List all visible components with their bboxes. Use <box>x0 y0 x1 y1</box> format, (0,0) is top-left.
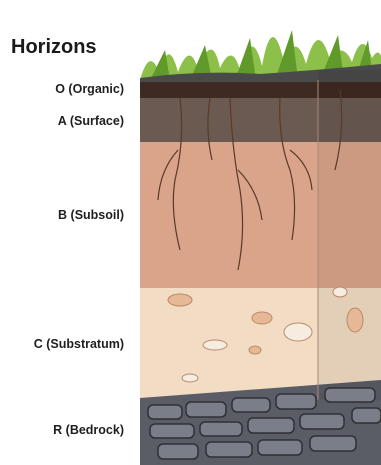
label-b-horizon: B (Subsoil) <box>0 208 124 222</box>
label-a-horizon: A (Surface) <box>0 114 124 128</box>
horizons-heading: Horizons <box>11 36 97 59</box>
label-c-horizon: C (Substratum) <box>0 337 124 351</box>
profile-side-face <box>318 70 381 400</box>
label-r-horizon: R (Bedrock) <box>0 423 124 437</box>
label-o-horizon: O (Organic) <box>0 82 124 96</box>
